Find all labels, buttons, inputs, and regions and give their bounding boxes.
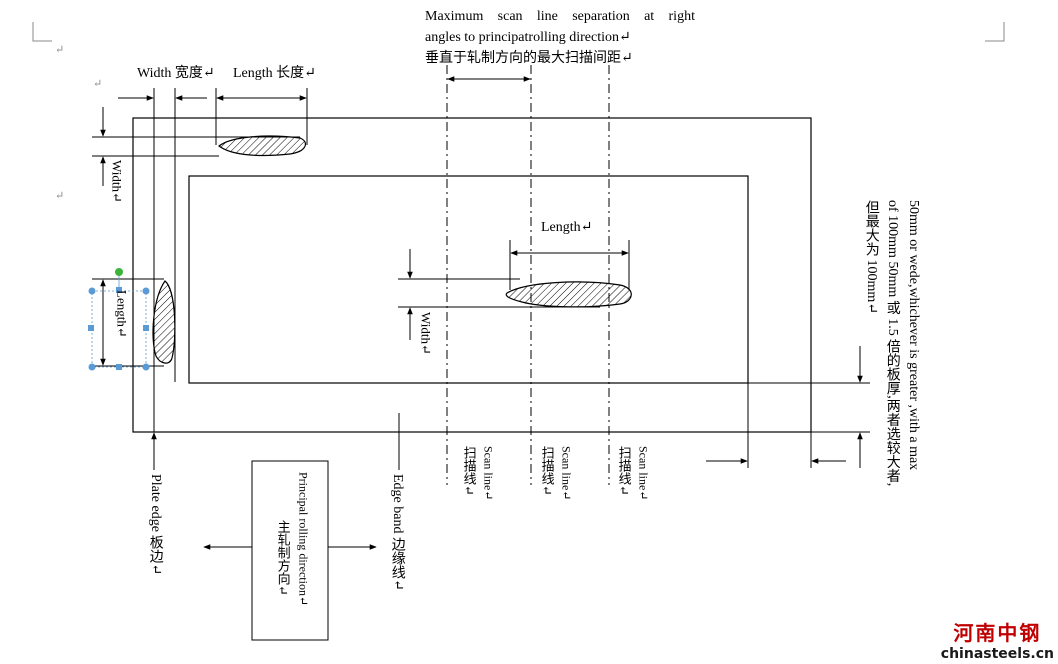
rotate-handle[interactable] — [115, 268, 123, 276]
rolling-direction-box — [251, 460, 329, 641]
defect-left-edge — [152, 280, 176, 364]
selection-handles[interactable] — [88, 268, 150, 371]
scan-separation-note-line1: Maximum scan line separation at right — [425, 6, 695, 27]
plate-edge-label: Plate edge 板边↵ — [147, 474, 163, 576]
note-word: line — [536, 9, 558, 24]
length-label-center: Length↵ — [541, 220, 593, 235]
rolling-direction-label-cn: 主轧制方向↵ — [275, 520, 291, 596]
watermark-en: chinasteels.cn — [940, 646, 1054, 662]
edge-band-label: Edge band 边缘线↵ — [389, 474, 405, 591]
scan-line-label-en: Scan line↵ — [481, 446, 496, 501]
scan-lines — [446, 65, 610, 485]
note-word: Maximum — [425, 9, 484, 24]
length-dimension-center — [509, 240, 630, 290]
rolling-direction-label-en: Principal rolling direction↵ — [296, 472, 311, 607]
scan-separation-note-line3: 垂直于轧制方向的最大扫描间距↵ — [425, 51, 633, 66]
length-label-top: Length 长度↵ — [233, 66, 316, 81]
scan-line-label-cn: 扫描线↵ — [539, 446, 555, 496]
width-label-left: Width↵ — [109, 160, 125, 203]
length-dimension-left — [92, 278, 164, 367]
edge-band-dimension-right — [706, 346, 870, 468]
scan-separation-note: Maximum scan line separation at right an… — [425, 6, 695, 69]
note-word: right — [668, 9, 695, 24]
paragraph-mark: ↵ — [93, 78, 103, 90]
note-word: at — [644, 9, 655, 24]
edge-band-note-line1: 50mm or wede,whichever is greater ,with … — [905, 200, 921, 471]
plate-outline — [132, 117, 812, 433]
note-word: scan — [497, 9, 523, 24]
edge-band-note-line2: of 100mm 50mm 或 1.5 倍的板厚,两者选较大者, — [884, 200, 900, 487]
scan-line-label-en: Scan line↵ — [559, 446, 574, 501]
length-label-left: Length↵ — [114, 290, 130, 338]
defect-top-edge — [218, 135, 307, 157]
paragraph-mark: ↵ — [55, 44, 65, 56]
edge-band-note-line3: 但最大为 100mm↵ — [863, 200, 879, 315]
watermark-cn: 河南中钢 — [953, 621, 1042, 645]
paragraph-mark: ↵ — [55, 190, 65, 202]
width-label-center: Width↵ — [418, 312, 434, 355]
scan-line-label-cn: 扫描线↵ — [616, 446, 632, 496]
length-dimension-top — [215, 88, 308, 145]
note-word: separation — [572, 9, 630, 24]
width-dimension-left — [92, 107, 300, 186]
scan-line-label-en: Scan line↵ — [636, 446, 651, 501]
defect-center — [505, 281, 632, 308]
width-label-top: Width 宽度↵ — [137, 66, 215, 81]
scan-separation-note-line2: angles to principatrolling direction↵ — [425, 30, 631, 45]
page-corner-marks — [32, 22, 1005, 42]
scan-line-label-cn: 扫描线↵ — [461, 446, 477, 496]
site-watermark: 河南中钢 chinasteels.cn — [941, 617, 1054, 662]
width-dimension-top — [118, 88, 207, 432]
body-region — [188, 175, 749, 384]
